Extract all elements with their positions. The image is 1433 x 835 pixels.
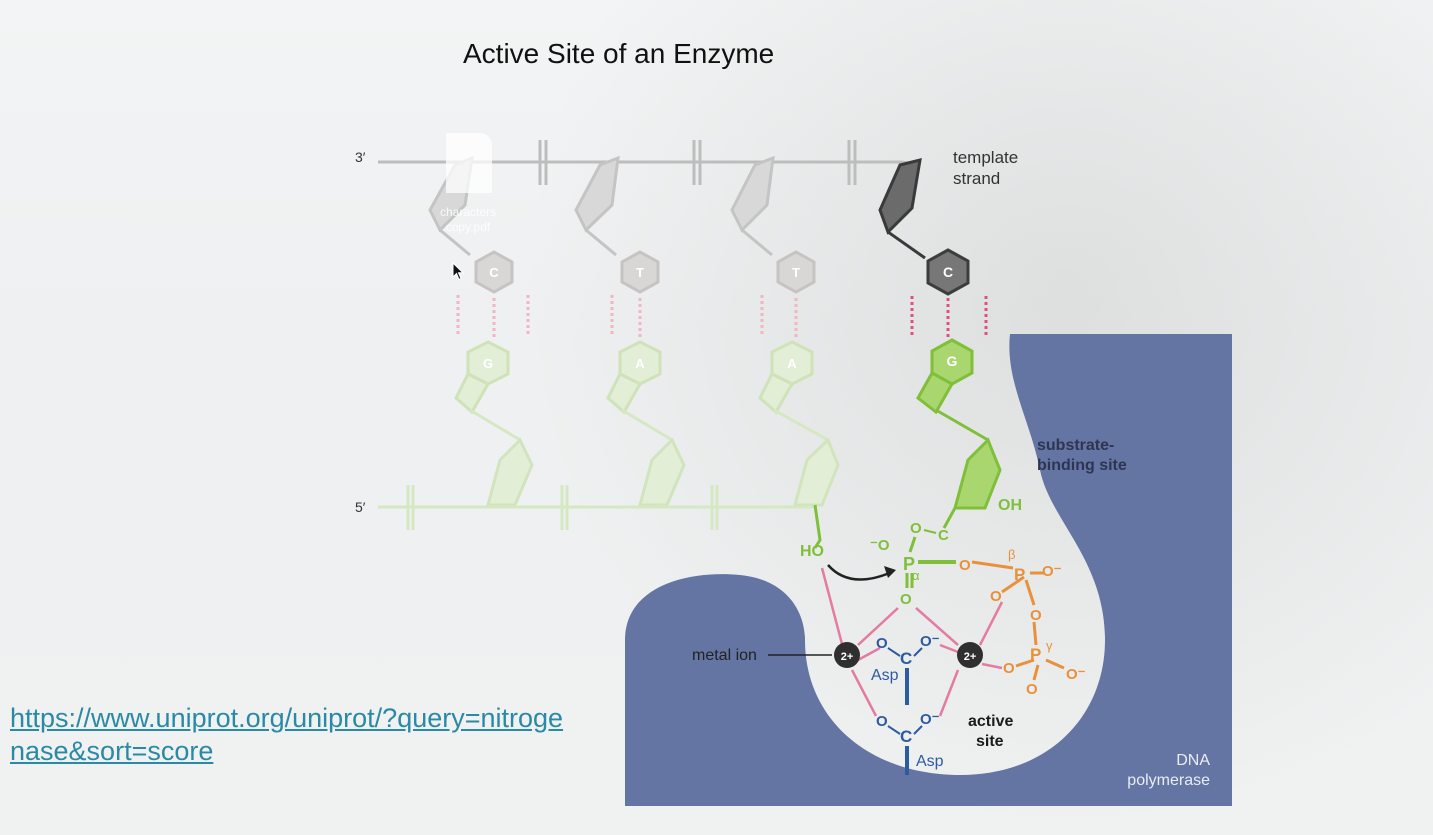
svg-text:O: O xyxy=(1026,681,1038,698)
svg-text:P: P xyxy=(903,554,915,574)
active-site-label-2: site xyxy=(976,733,1004,750)
svg-text:C: C xyxy=(943,264,953,280)
svg-text:C: C xyxy=(900,727,912,746)
primer-base-2: A xyxy=(606,340,662,415)
metal-ion-1: 2+ xyxy=(834,642,860,668)
slide-title: Active Site of an Enzyme xyxy=(463,38,775,69)
active-site-label-1: active xyxy=(968,713,1013,730)
template-linker-dark xyxy=(887,230,926,260)
substrate-binding-label-1: substrate- xyxy=(1037,437,1114,454)
svg-text:Asp: Asp xyxy=(871,667,899,684)
metal-ion-2: 2+ xyxy=(957,642,983,668)
desktop-file-icon[interactable] xyxy=(446,133,492,193)
template-sugar-dark xyxy=(878,157,922,235)
template-strand-label-2: strand xyxy=(953,169,1000,188)
svg-text:O⁻: O⁻ xyxy=(920,711,940,728)
three-prime-label: 3′ xyxy=(355,149,366,165)
asp-residue-2: O O⁻ C Asp xyxy=(876,711,944,775)
primer-linkers-faded xyxy=(469,408,829,442)
svg-text:P: P xyxy=(1014,565,1025,584)
svg-text:2+: 2+ xyxy=(841,651,854,663)
primer-sugars-faded xyxy=(486,437,840,507)
primer-ho-label: HO xyxy=(800,543,824,560)
svg-text:O⁻: O⁻ xyxy=(920,633,940,650)
primer-base-1: G xyxy=(454,340,510,415)
nucleophilic-attack-arrow xyxy=(827,564,893,581)
primer-base-4: G xyxy=(916,338,974,415)
substrate-binding-label-2: binding site xyxy=(1037,457,1127,474)
hydrogen-bonds-faded xyxy=(456,295,798,338)
primer-base-3: A xyxy=(758,340,814,415)
svg-text:β: β xyxy=(1008,547,1015,562)
svg-text:G: G xyxy=(947,353,958,369)
asp-residue-1: O O⁻ C Asp xyxy=(871,633,940,705)
hydrogen-bonds-active xyxy=(910,296,988,338)
primer-linker-active xyxy=(935,408,989,442)
five-prime-label: 5′ xyxy=(355,499,366,515)
desktop-file-name-line1: characters xyxy=(439,205,497,219)
svg-text:O: O xyxy=(910,520,922,537)
three-prime-oh-bond xyxy=(813,504,822,549)
sugar-phosphate-link: C O xyxy=(908,507,957,553)
svg-text:T: T xyxy=(636,265,644,280)
svg-text:O: O xyxy=(1030,607,1042,624)
svg-text:T: T xyxy=(792,265,800,280)
primer-strand-backbone xyxy=(378,485,815,530)
uniprot-link[interactable]: https://www.uniprot.org/uniprot/?query=n… xyxy=(10,703,564,766)
alpha-phosphate: P ⁻O α O xyxy=(870,537,956,608)
template-base-4: C xyxy=(926,248,970,296)
svg-text:γ: γ xyxy=(1046,638,1053,653)
svg-text:O⁻: O⁻ xyxy=(1066,666,1086,683)
arrow-head-icon xyxy=(884,566,896,578)
svg-text:A: A xyxy=(635,356,645,371)
template-base-1: C xyxy=(474,250,514,294)
svg-text:O: O xyxy=(876,635,888,652)
svg-text:⁻O: ⁻O xyxy=(870,537,890,554)
template-strand-label-1: template xyxy=(953,148,1018,167)
mouse-cursor-icon xyxy=(452,262,465,281)
phosphate-labels-orange: O P β O⁻ O O P γ O O⁻ O xyxy=(959,547,1086,698)
svg-text:O: O xyxy=(959,557,971,574)
sugar-oh-label: OH xyxy=(998,497,1022,514)
beta-gamma-phosphates xyxy=(971,560,1065,681)
polymerase-label-1: DNA xyxy=(1176,752,1210,769)
svg-text:C: C xyxy=(489,265,499,280)
svg-text:P: P xyxy=(1030,645,1041,664)
svg-text:A: A xyxy=(787,356,797,371)
svg-text:G: G xyxy=(483,356,493,371)
polymerase-label-2: polymerase xyxy=(1127,772,1210,789)
svg-text:α: α xyxy=(912,568,920,583)
svg-text:O: O xyxy=(876,713,888,730)
svg-text:O⁻: O⁻ xyxy=(1042,563,1062,580)
coordination-bonds xyxy=(820,567,1004,717)
template-base-2: T xyxy=(620,250,660,294)
svg-text:C: C xyxy=(938,527,949,544)
desktop-file-name[interactable]: characters copy.pdf xyxy=(418,205,518,235)
metal-ion-label: metal ion xyxy=(692,647,757,664)
template-base-3: T xyxy=(776,250,816,294)
dna-polymerase-shape xyxy=(625,334,1232,806)
svg-text:O: O xyxy=(1003,660,1015,677)
template-linkers-faded xyxy=(439,228,773,257)
desktop-file-name-line2: copy.pdf xyxy=(445,220,491,234)
svg-text:2+: 2+ xyxy=(964,651,977,663)
svg-text:Asp: Asp xyxy=(916,753,944,770)
svg-text:C: C xyxy=(900,649,912,668)
svg-text:O: O xyxy=(990,588,1002,605)
svg-text:O: O xyxy=(900,591,912,608)
primer-sugar-active xyxy=(953,437,1002,510)
